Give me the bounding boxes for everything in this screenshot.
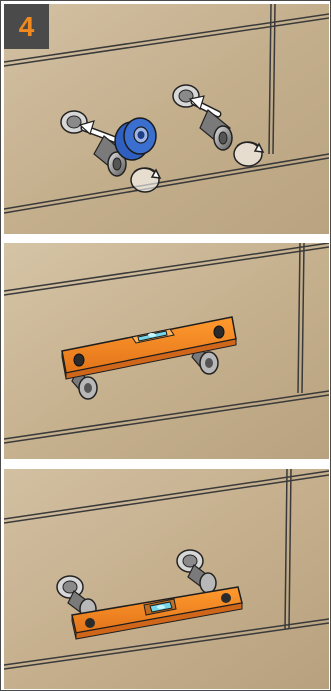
rotate-arrow-icon bbox=[131, 168, 160, 192]
panel-1-drawing bbox=[4, 4, 329, 234]
panel-hang-level bbox=[4, 243, 329, 459]
step-number-badge: 4 bbox=[4, 4, 49, 49]
panel-level-installed bbox=[4, 469, 329, 689]
panel-3-drawing bbox=[4, 469, 329, 689]
panel-install-anchors bbox=[4, 4, 329, 234]
wall-tile-background bbox=[4, 469, 329, 689]
panel-2-drawing bbox=[4, 243, 329, 459]
rotate-arrow-icon bbox=[234, 142, 263, 166]
